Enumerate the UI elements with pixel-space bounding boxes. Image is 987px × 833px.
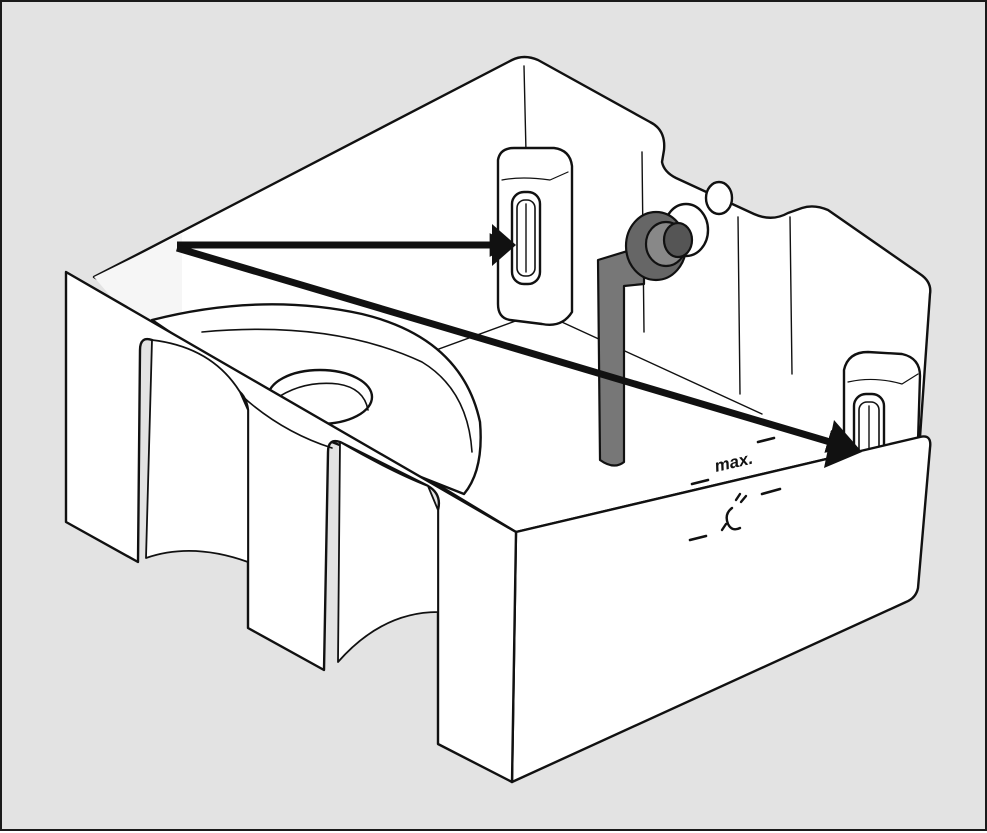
base-disc-rim xyxy=(201,328,473,453)
descale-level-line-left xyxy=(688,534,708,542)
tank-left-panel xyxy=(64,270,518,784)
max-level-line-left xyxy=(690,478,710,486)
tank-right-inner-edge xyxy=(737,216,793,395)
tank-front-panel xyxy=(510,435,932,784)
steam-descale-icon xyxy=(720,492,748,532)
tank-left-inner-wall xyxy=(94,234,182,327)
arrowhead-right xyxy=(824,420,862,468)
drain-pipe xyxy=(596,210,694,467)
arrowhead-rear xyxy=(492,224,516,266)
indicator-arrows xyxy=(176,233,851,453)
middle-foot-cutout xyxy=(337,441,439,663)
arrow-to-right-window xyxy=(176,244,851,453)
left-foot-cutout xyxy=(145,339,249,563)
outlet-fitting xyxy=(704,180,734,216)
base-disc-hole-inner xyxy=(273,382,369,411)
fill-level-markings xyxy=(688,436,782,542)
descale-level-line-right xyxy=(760,487,782,496)
max-level-line-right xyxy=(756,436,776,444)
